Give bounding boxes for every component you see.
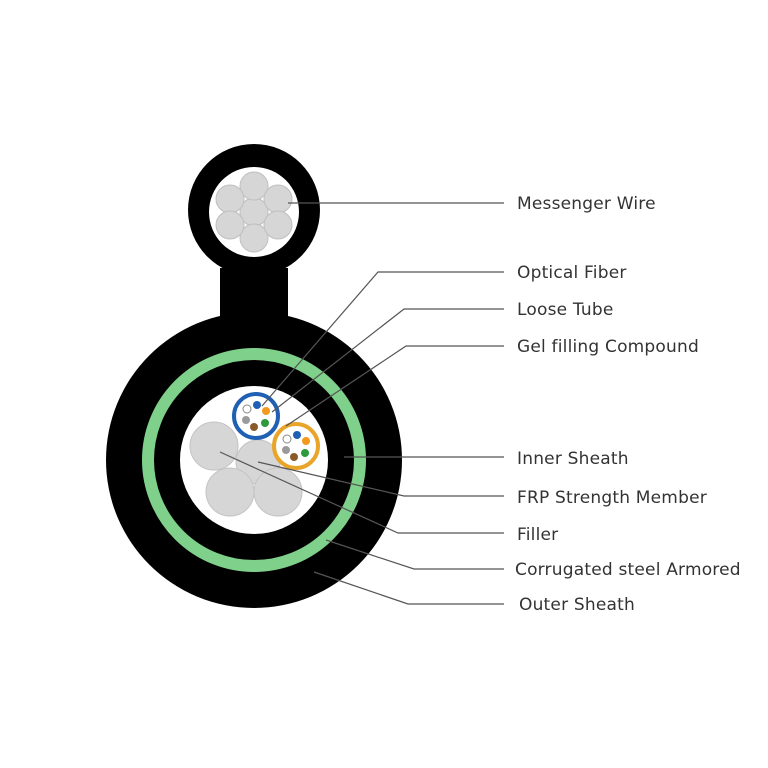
filler-rod: [253, 467, 303, 517]
messenger-strand: [215, 184, 245, 214]
optical-fiber: [242, 404, 252, 414]
messenger-strand: [263, 184, 293, 214]
label-messenger-wire: Messenger Wire: [517, 194, 656, 214]
label-frp-strength-member: FRP Strength Member: [517, 488, 707, 508]
messenger-wire-assembly: [188, 144, 320, 338]
optical-fiber: [293, 431, 301, 439]
label-inner-sheath: Inner Sheath: [517, 449, 629, 469]
label-gel-filling-compound: Gel filling Compound: [517, 337, 699, 357]
loose-tube-orange: [272, 422, 320, 470]
loose-tube-ring: [232, 392, 280, 440]
leader-frp-member: [257, 461, 504, 497]
corrugated-steel-armor: [142, 348, 366, 572]
label-loose-tube: Loose Tube: [517, 300, 614, 320]
messenger-strand: [215, 210, 245, 240]
messenger-strand: [239, 171, 269, 201]
optical-fiber: [242, 416, 250, 424]
optical-fiber: [253, 401, 261, 409]
leader-steel-armor: [325, 539, 504, 570]
messenger-strand: [239, 223, 269, 253]
loose-tube-ring: [272, 422, 320, 470]
optical-fiber: [290, 453, 298, 461]
leader-lines: [219, 202, 504, 605]
leader-optical-fiber: [261, 271, 504, 407]
loose-tube-blue: [232, 392, 280, 440]
label-corrugated-steel-armored: Corrugated steel Armored: [515, 560, 741, 580]
label-outer-sheath: Outer Sheath: [519, 595, 635, 615]
optical-fiber: [282, 446, 290, 454]
optical-fiber: [250, 423, 258, 431]
messenger-steel-strands: [215, 171, 293, 253]
optical-fiber: [302, 437, 310, 445]
optical-fiber: [282, 434, 292, 444]
main-cable-assembly: [106, 312, 402, 608]
optical-fiber: [262, 407, 270, 415]
label-filler: Filler: [517, 525, 558, 545]
component-labels: Messenger Wire Optical Fiber Loose Tube …: [515, 194, 741, 615]
optical-fiber: [261, 419, 269, 427]
leader-filler: [219, 451, 504, 534]
leader-outer-sheath: [313, 571, 504, 605]
optical-fiber: [301, 449, 309, 457]
messenger-strand: [239, 197, 269, 227]
filler-rod: [189, 421, 239, 471]
filler-rod: [205, 467, 255, 517]
leader-loose-tube: [271, 308, 504, 413]
leader-gel-filling: [285, 345, 504, 427]
messenger-strand: [263, 210, 293, 240]
label-optical-fiber: Optical Fiber: [517, 263, 627, 283]
